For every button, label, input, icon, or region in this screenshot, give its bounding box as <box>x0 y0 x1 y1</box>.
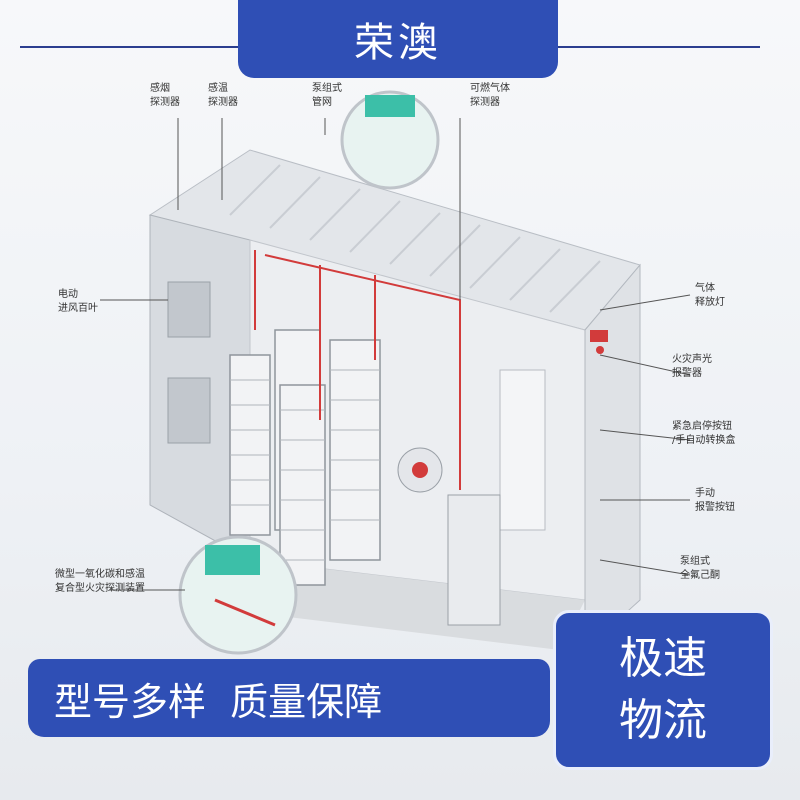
brand-label: 荣澳 <box>238 0 558 78</box>
callout-pump-fluorine: 泵组式 全氟己酮 <box>680 556 720 581</box>
callout-composite-detector: 微型一氧化碳和感温 复合型火灾探测装置 <box>55 569 145 594</box>
rack-shelves <box>230 369 380 561</box>
louver-lower <box>167 377 211 444</box>
battery-racks <box>229 329 381 586</box>
logistics-line-1: 极速 <box>619 633 707 684</box>
logistics-badge: 极速 物流 <box>553 610 773 770</box>
louver-upper <box>167 281 211 338</box>
callout-gas-detector: 可燃气体 探测器 <box>470 83 510 108</box>
logistics-line-2: 物流 <box>619 695 707 746</box>
callout-pump-pipe: 泵组式 管网 <box>312 83 342 108</box>
slogan-banner: 型号多样 质量保障 <box>28 659 550 737</box>
leader-lines <box>100 118 691 591</box>
fan-hub <box>412 462 428 478</box>
callout-sound-light-alarm: 火灾声光 报警器 <box>672 354 712 379</box>
interior-door <box>499 369 546 531</box>
callout-electric-louver: 电动 进风百叶 <box>58 289 98 314</box>
callout-heat-detector: 感温 探测器 <box>208 83 238 108</box>
callout-smoke-detector: 感烟 探测器 <box>150 83 180 108</box>
callout-emergency-button: 紧急启停按钮 /手自动转换盒 <box>672 421 736 446</box>
callout-gas-release-light: 气体 释放灯 <box>695 283 725 308</box>
container-side-wall <box>584 263 641 652</box>
alarm-indicator <box>596 346 604 354</box>
control-cabinet <box>447 494 501 626</box>
release-light <box>590 330 608 342</box>
zoom-teal-block <box>365 95 415 117</box>
zoom-teal-block-2 <box>205 545 260 575</box>
callout-manual-alarm: 手动 报警按钮 <box>695 488 735 513</box>
